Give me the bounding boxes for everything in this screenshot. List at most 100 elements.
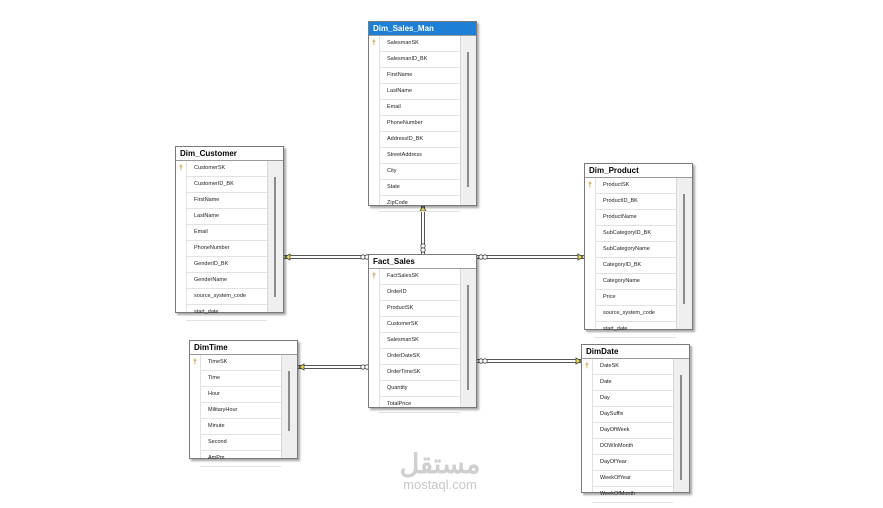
table-column-row[interactable]: MilitaryHour — [200, 403, 281, 419]
table-column-row[interactable]: LastName — [379, 84, 460, 100]
table-column-row[interactable]: TotalPrice — [379, 397, 460, 413]
table-title[interactable]: Dim_Sales_Man — [369, 22, 476, 36]
table-column-row[interactable]: ProductName — [595, 210, 676, 226]
column-name: CustomerSK — [387, 321, 419, 327]
scrollbar-thumb[interactable] — [680, 375, 682, 480]
vertical-scrollbar[interactable] — [281, 355, 297, 458]
table-column-row[interactable]: AddressID_BK — [379, 132, 460, 148]
table-column-row[interactable]: Second — [200, 435, 281, 451]
vertical-scrollbar[interactable] — [460, 269, 476, 407]
table-column-row[interactable]: SubCategoryName — [595, 242, 676, 258]
table-column-row[interactable]: LastName — [186, 209, 267, 225]
table-column-row[interactable]: Quantity — [379, 381, 460, 397]
table-column-row[interactable]: SalesmanID_BK — [379, 52, 460, 68]
relationship-key-end — [284, 253, 291, 261]
scrollbar-thumb[interactable] — [288, 371, 290, 431]
table-column-row[interactable]: PhoneNumber — [186, 241, 267, 257]
table-column-row[interactable]: CategoryName — [595, 274, 676, 290]
table-column-row[interactable]: ProductID_BK — [595, 194, 676, 210]
scrollbar-thumb[interactable] — [467, 52, 469, 187]
table-column-row[interactable]: FirstName — [186, 193, 267, 209]
primary-key-icon: † — [372, 40, 376, 47]
table-column-row[interactable]: DOWInMonth — [592, 439, 673, 455]
table-column-row[interactable]: start_date — [595, 322, 676, 338]
vertical-scrollbar[interactable] — [676, 178, 692, 329]
table-column-row[interactable]: ProductSK — [379, 301, 460, 317]
table-title[interactable]: Dim_Product — [585, 164, 692, 178]
column-name: Email — [387, 104, 401, 110]
column-name: SalesmanSK — [387, 40, 419, 46]
column-name: PhoneNumber — [387, 120, 423, 126]
vertical-scrollbar[interactable] — [673, 359, 689, 492]
column-name: TimeSK — [208, 359, 228, 365]
table-column-row[interactable]: †CustomerSK — [179, 161, 267, 177]
relationship-many-end — [420, 247, 426, 253]
table-column-row[interactable]: CategoryID_BK — [595, 258, 676, 274]
table-column-row[interactable]: WeekOfYear — [592, 471, 673, 487]
table-column-row[interactable]: OrderTimeSK — [379, 365, 460, 381]
table-column-row[interactable]: start_date — [186, 305, 267, 321]
column-name: AddressID_BK — [387, 136, 424, 142]
table-column-row[interactable]: source_system_code — [186, 289, 267, 305]
table-title[interactable]: DimDate — [582, 345, 689, 359]
table-column-row[interactable]: GenderName — [186, 273, 267, 289]
table-column-row[interactable]: SubCategoryID_BK — [595, 226, 676, 242]
column-name: DaySuffix — [600, 411, 624, 417]
table-column-row[interactable]: †ProductSK — [588, 178, 676, 194]
scrollbar-thumb[interactable] — [683, 194, 685, 304]
table-column-row[interactable]: GenderID_BK — [186, 257, 267, 273]
table-column-row[interactable]: Time — [200, 371, 281, 387]
table-column-row[interactable]: †FactSalesSK — [372, 269, 460, 285]
table-title[interactable]: Fact_Sales — [369, 255, 476, 269]
table-column-row[interactable]: Date — [592, 375, 673, 391]
table-column-row[interactable]: AmPm — [200, 451, 281, 467]
vertical-scrollbar[interactable] — [460, 36, 476, 205]
relationship-many-end — [482, 358, 488, 364]
scrollbar-thumb[interactable] — [467, 285, 469, 390]
table-column-row[interactable]: source_system_code — [595, 306, 676, 322]
table-column-row[interactable]: †DateSK — [585, 359, 673, 375]
table-column-row[interactable]: DaySuffix — [592, 407, 673, 423]
table-column-row[interactable]: DayOfWeek — [592, 423, 673, 439]
table-column-row[interactable]: FirstName — [379, 68, 460, 84]
table-column-row[interactable]: † SalesmanSK — [372, 36, 460, 52]
column-name: Quantity — [387, 385, 408, 391]
vertical-scrollbar[interactable] — [267, 161, 283, 312]
table-column-row[interactable]: Minute — [200, 419, 281, 435]
column-name: DayOfYear — [600, 459, 627, 465]
table-column-row[interactable]: WeekOfMonth — [592, 487, 673, 503]
table-column-row[interactable]: OrderDateSK — [379, 349, 460, 365]
table-column-row[interactable]: Email — [379, 100, 460, 116]
key-column — [582, 359, 593, 492]
table-column-row[interactable]: Hour — [200, 387, 281, 403]
table-column-row[interactable]: †TimeSK — [193, 355, 281, 371]
table-column-row[interactable]: Email — [186, 225, 267, 241]
table-column-row[interactable]: State — [379, 180, 460, 196]
column-name: Email — [194, 229, 208, 235]
column-name: DOWInMonth — [600, 443, 634, 449]
table-column-row[interactable]: StreetAddress — [379, 148, 460, 164]
table-column-row[interactable]: CustomerID_BK — [186, 177, 267, 193]
table-title[interactable]: DimTime — [190, 341, 297, 355]
table-column-row[interactable]: CustomerSK — [379, 317, 460, 333]
table-title[interactable]: Dim_Customer — [176, 147, 283, 161]
column-name: TotalPrice — [387, 401, 412, 407]
scrollbar-thumb[interactable] — [274, 177, 276, 297]
table-dim-sales-man[interactable]: Dim_Sales_Man † SalesmanSK SalesmanID_BK Fi… — [368, 21, 477, 212]
table-column-row[interactable]: City — [379, 164, 460, 180]
table-column-row[interactable]: OrderID — [379, 285, 460, 301]
table-column-row[interactable]: PhoneNumber — [379, 116, 460, 132]
table-column-row[interactable]: Day — [592, 391, 673, 407]
column-name: Time — [208, 375, 221, 381]
column-name: SalesmanID_BK — [387, 56, 428, 62]
table-column-row[interactable]: ZipCode — [379, 196, 460, 212]
table-column-row[interactable]: SalesmanSK — [379, 333, 460, 349]
table-column-row[interactable]: Price — [595, 290, 676, 306]
table-column-row[interactable]: DayOfYear — [592, 455, 673, 471]
